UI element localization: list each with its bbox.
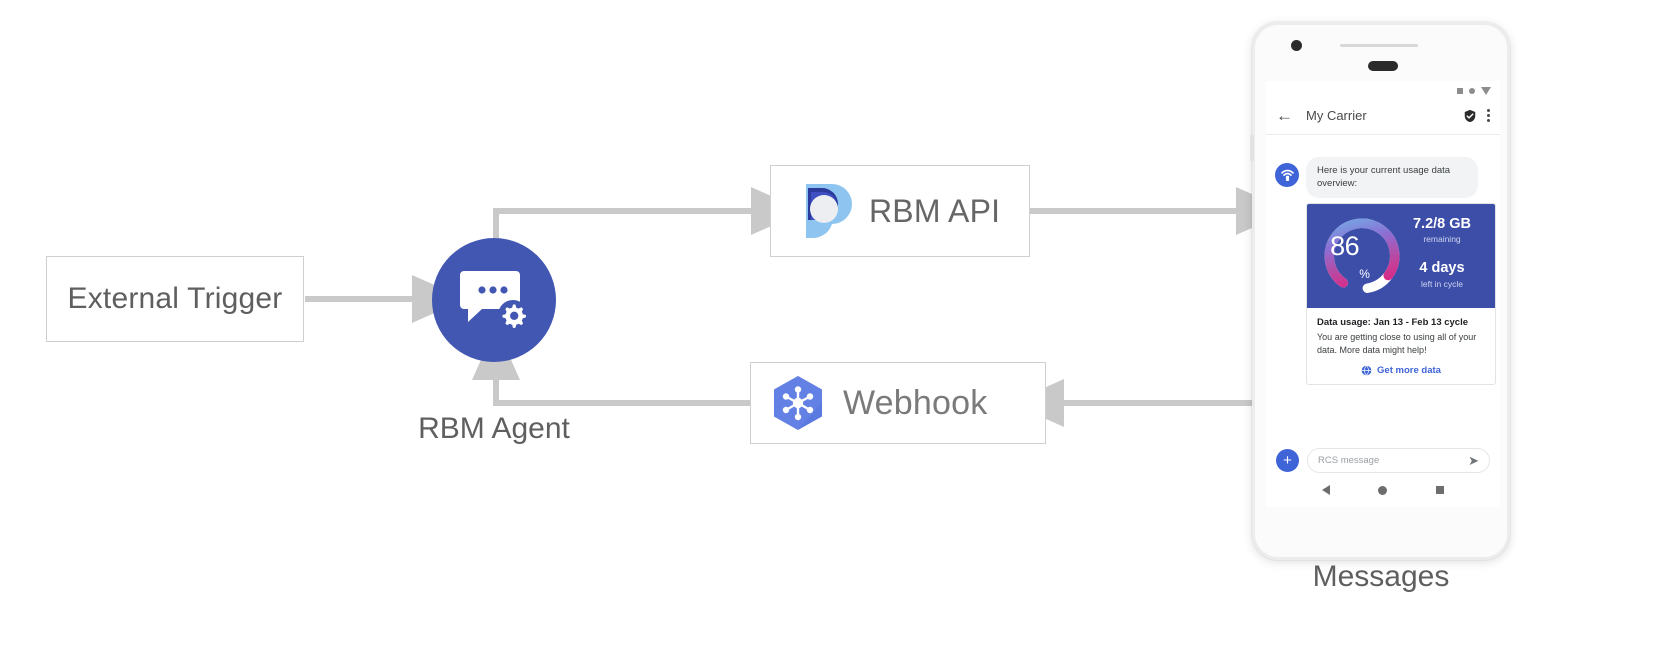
app-bar: ← My Carrier <box>1266 97 1500 135</box>
rbm-api-icon <box>806 184 852 239</box>
message-row: Here is your current usage data overview… <box>1275 157 1491 198</box>
nav-recents-icon[interactable] <box>1435 486 1444 494</box>
external-trigger-label: External Trigger <box>67 282 283 315</box>
back-arrow-icon[interactable]: ← <box>1276 106 1293 125</box>
get-more-data-button[interactable]: Get more data <box>1317 365 1485 376</box>
app-bar-title: My Carrier <box>1306 108 1367 123</box>
phone-screen: ← My Carrier <box>1266 81 1500 507</box>
messages-label: Messages <box>1312 560 1450 593</box>
usage-gauge-icon <box>1324 218 1400 294</box>
triangle-down-icon <box>1481 86 1491 95</box>
webhook-label: Webhook <box>843 383 988 422</box>
globe-icon <box>1361 365 1372 376</box>
rcs-message-input[interactable]: RCS message ➤ <box>1307 448 1490 473</box>
node-rbm-api[interactable]: RBM API <box>770 165 1030 257</box>
node-webhook[interactable]: Webhook <box>750 362 1046 444</box>
rich-card-title: Data usage: Jan 13 - Feb 13 cycle <box>1317 316 1469 328</box>
android-nav-bar <box>1266 480 1500 500</box>
chat-gear-icon <box>460 271 528 330</box>
node-rbm-agent[interactable] <box>432 238 556 362</box>
intro-message-bubble: Here is your current usage data overview… <box>1306 157 1478 198</box>
wire-agent-to-api <box>493 187 805 238</box>
phone-speaker-grille <box>1340 44 1418 47</box>
cloud-functions-hexagon-icon <box>774 376 822 430</box>
stat-data-value: 7.2/8 GB <box>1412 215 1472 232</box>
rbm-agent-circle <box>432 238 556 362</box>
stat-days-caption: left in cycle <box>1420 278 1464 289</box>
phone-camera <box>1291 40 1302 51</box>
gauge-percent-symbol: % <box>1359 266 1370 281</box>
rich-card-hero: 86 % 7.2/8 GB remaining 4 days left in c… <box>1307 203 1495 308</box>
node-external-trigger[interactable]: External Trigger <box>46 256 304 342</box>
square-icon <box>1457 87 1463 94</box>
message-composer: + RCS message ➤ <box>1266 448 1500 473</box>
rich-card-description: You are getting close to using all of yo… <box>1317 331 1477 356</box>
rich-card[interactable]: 86 % 7.2/8 GB remaining 4 days left in c… <box>1306 202 1496 386</box>
stat-block-data: 7.2/8 GB remaining <box>1399 216 1485 244</box>
gauge-percent-value: 86 <box>1330 231 1360 262</box>
send-icon[interactable]: ➤ <box>1468 453 1479 468</box>
circle-icon <box>1469 87 1475 94</box>
stat-block-days: 4 days left in cycle <box>1399 260 1485 288</box>
status-bar <box>1266 81 1500 97</box>
nav-back-icon[interactable] <box>1322 485 1331 495</box>
rbm-api-label: RBM API <box>869 192 1001 229</box>
plus-icon[interactable]: + <box>1276 449 1299 472</box>
stat-days-value: 4 days <box>1419 260 1465 277</box>
rcs-message-placeholder: RCS message <box>1318 455 1380 466</box>
rbm-agent-label: RBM Agent <box>418 412 570 445</box>
stat-data-caption: remaining <box>1423 234 1461 245</box>
conversation-area: Here is your current usage data overview… <box>1266 135 1500 386</box>
gauge-percent: 86 % <box>1307 204 1393 290</box>
verified-shield-icon <box>1464 109 1476 122</box>
hero-stats: 7.2/8 GB remaining 4 days left in cycle <box>1399 216 1485 289</box>
phone-side-button[interactable] <box>1250 135 1254 161</box>
get-more-data-label: Get more data <box>1377 365 1441 377</box>
overflow-menu-icon[interactable] <box>1487 109 1490 122</box>
phone-mockup: ← My Carrier <box>1250 22 1510 560</box>
carrier-signal-icon <box>1275 163 1299 187</box>
phone-earpiece <box>1368 61 1398 71</box>
rich-card-body: Data usage: Jan 13 - Feb 13 cycle You ar… <box>1307 308 1495 384</box>
wire-webhook-to-agent <box>472 326 750 406</box>
nav-home-icon[interactable] <box>1378 485 1388 495</box>
